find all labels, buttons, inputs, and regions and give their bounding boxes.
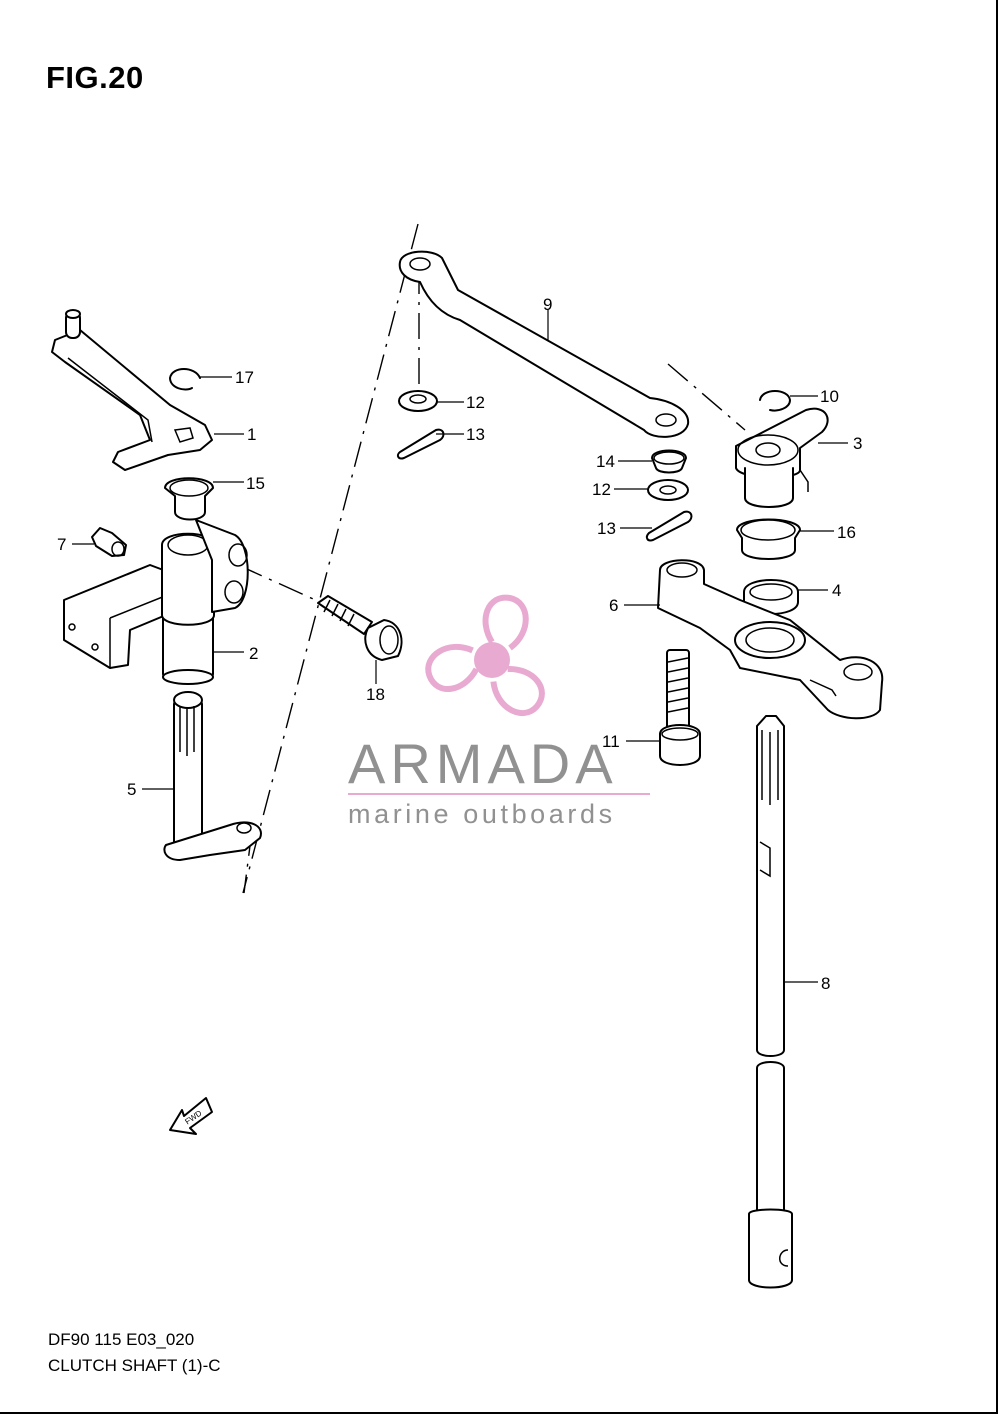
propeller-logo-icon [421,594,549,721]
callout-18: 18 [366,685,385,704]
callout-labels: 1 2 3 4 5 6 7 8 9 10 11 12 12 13 13 14 1… [57,295,862,993]
callout-15: 15 [246,474,265,493]
figure-title: FIG.20 [46,60,144,95]
watermark-tagline: marine outboards [348,799,616,829]
watermark-brand: ARMADA [348,732,618,795]
callout-13-upper: 13 [466,425,485,444]
part-13-cotter-pin-upper [396,428,445,460]
callout-12-upper: 12 [466,393,485,412]
part-5-shaft [163,691,262,861]
part-13-cotter-pin-lower [645,510,693,542]
assembly-axis-lines [237,223,746,894]
callout-6: 6 [609,596,618,615]
part-16-collar-bushing [736,518,801,560]
figure-caption: CLUTCH SHAFT (1)-C [48,1356,221,1375]
part-14-bushing-small [651,449,687,474]
armada-watermark: ARMADA marine outboards [348,594,650,829]
part-3-lever-collar [735,407,829,508]
callout-4: 4 [832,581,841,600]
callout-14: 14 [596,452,615,471]
part-9-link-rod [398,250,690,438]
part-2-housing [63,519,249,685]
part-15-bushing [164,477,214,521]
part-8-clutch-rod [748,715,793,1289]
callout-17: 17 [235,368,254,387]
callout-1: 1 [247,425,256,444]
callout-3: 3 [853,434,862,453]
callout-11: 11 [602,732,620,751]
part-7-grease-nipple [91,527,127,557]
callout-leader-lines [72,310,848,983]
part-11-bolt [659,649,701,766]
part-1-lever [51,309,213,471]
callout-12-lower: 12 [592,480,611,499]
part-6-bracket [657,559,884,720]
callout-2: 2 [249,644,258,663]
part-12-washer-lower [647,479,689,501]
callout-7: 7 [57,535,66,554]
part-12-washer-upper [398,390,438,412]
callout-8: 8 [821,974,830,993]
callout-10: 10 [820,387,839,406]
callout-5: 5 [127,780,136,799]
part-18-bolt [317,595,403,661]
fwd-arrow: FWD [169,1097,213,1135]
callout-9: 9 [543,295,552,314]
part-10-circlip [759,390,791,412]
figure-code: DF90 115 E03_020 [48,1330,195,1349]
callout-16: 16 [837,523,856,542]
part-17-e-ring [169,368,201,391]
callout-13-lower: 13 [597,519,616,538]
